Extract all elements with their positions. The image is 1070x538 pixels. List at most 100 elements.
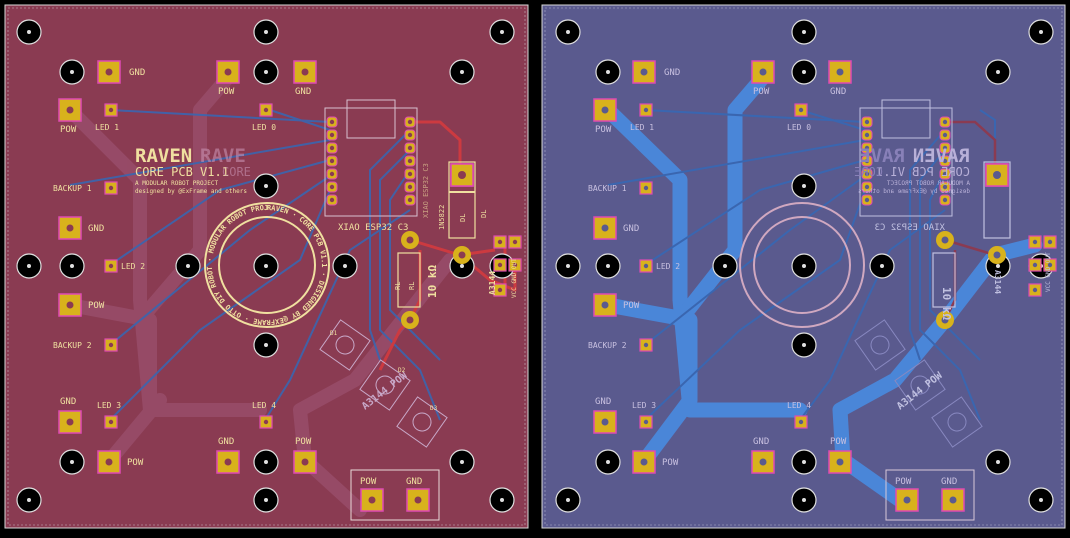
mounting-hole-center: [27, 30, 31, 34]
pad-label-backup2: BACKUP 2: [53, 341, 92, 350]
pad-drill: [368, 496, 376, 504]
front-sensor-pins: VCC GND OUT: [511, 258, 518, 298]
pad-drill: [329, 184, 335, 190]
back-xiao-pins[interactable]: [861, 116, 951, 206]
mounting-hole-center: [566, 498, 570, 502]
pad-drill: [407, 171, 413, 177]
mounting-hole-center: [264, 498, 268, 502]
front-title-ghost: RAVE: [200, 145, 246, 167]
front-resistor-label: RL: [408, 282, 416, 290]
pad-label-gnd1: GND: [129, 68, 145, 78]
pad-drill: [798, 419, 804, 425]
back-desc2: designed by @ExFrame and others: [858, 188, 970, 195]
mounting-hole-center: [460, 70, 464, 74]
mounting-hole-center: [802, 343, 806, 347]
pad-drill: [108, 419, 114, 425]
front-logo-outer-ring: [204, 202, 330, 328]
pad-label-gnd_left: GND: [88, 224, 104, 234]
back-signal-traces: [607, 109, 996, 421]
pad-label-pow_bot: POW: [830, 437, 847, 447]
pad-label-gnd2: GND: [295, 87, 311, 97]
front-resistor-label2: RL: [394, 282, 402, 290]
pad-label-led0: LED 0: [787, 123, 811, 132]
pad-drill: [406, 316, 414, 324]
back-power-connector-outline[interactable]: [885, 469, 975, 521]
mounting-hole-center: [460, 264, 464, 268]
pad-label-led2: LED 2: [656, 262, 680, 271]
front-power-connector-outline[interactable]: [350, 469, 440, 521]
pad-label-gnd2: GND: [830, 87, 846, 97]
front-usb-connector-outline: [346, 99, 396, 139]
back-xiao-module-outline[interactable]: [859, 107, 953, 217]
back-power-traces[interactable]: [600, 67, 1043, 508]
pad-drill: [329, 197, 335, 203]
pad-label-led1: LED 1: [95, 123, 119, 132]
front-desc1: A MODULAR ROBOT PROJECT: [135, 180, 218, 187]
mounting-hole-center: [996, 70, 1000, 74]
back-led-modules[interactable]: [854, 319, 983, 448]
pad-drill: [66, 224, 74, 232]
pad-drill: [903, 496, 911, 504]
mounting-hole-center: [186, 264, 190, 268]
back-logo-outer-ring: [739, 202, 865, 328]
pad-label-gnd_low: GND: [60, 397, 76, 407]
front-board-edge: [7, 7, 526, 526]
front-title: RAVEN: [135, 145, 192, 167]
pad-drill: [66, 301, 74, 309]
pad-label-pow_low: POW: [662, 458, 679, 468]
pad-label-led1: LED 1: [630, 123, 654, 132]
front-xiao-module-outline[interactable]: [324, 107, 418, 217]
mounting-hole-center: [996, 264, 1000, 268]
pad-drill: [942, 158, 948, 164]
mounting-hole-center: [1039, 30, 1043, 34]
pad-drill: [497, 287, 503, 293]
pad-drill: [407, 145, 413, 151]
pad-drill: [1047, 239, 1053, 245]
mounting-hole-center: [500, 30, 504, 34]
front-diode-outline[interactable]: [448, 161, 476, 239]
pad-drill: [643, 263, 649, 269]
front-mcu-label: XIAO ESP32 C3: [338, 223, 408, 233]
pad-drill: [864, 158, 870, 164]
back-subtitle: CORE PCB V1.1: [876, 165, 970, 179]
back-mcu-label: XIAO ESP32 C3: [875, 223, 945, 233]
pad-drill: [108, 342, 114, 348]
pad-drill: [942, 119, 948, 125]
pad-drill: [512, 239, 518, 245]
pad-drill: [263, 419, 269, 425]
back-logo-inner-ring: [753, 216, 851, 314]
pad-label-gnd_bot: GND: [753, 437, 769, 447]
back-resistor-outline[interactable]: [932, 252, 956, 308]
pad-drill: [105, 458, 113, 466]
front-led-d3: D3: [430, 405, 438, 412]
pad-drill: [108, 107, 114, 113]
mounting-hole-center: [880, 264, 884, 268]
front-resistor-outline[interactable]: [397, 252, 421, 308]
mounting-hole-center: [802, 70, 806, 74]
mounting-hole-center: [606, 460, 610, 464]
pad-drill: [66, 106, 74, 114]
pad-drill: [512, 262, 518, 268]
mounting-hole-center: [27, 498, 31, 502]
pad-drill: [407, 184, 413, 190]
mounting-hole-center: [802, 460, 806, 464]
pad-drill: [941, 236, 949, 244]
pad-label-conn_gnd: GND: [406, 477, 422, 487]
front-xiao-pins[interactable]: [326, 116, 416, 206]
back-desc1: A MODULAR ROBOT PROJECT: [887, 180, 970, 187]
back-diode-outline[interactable]: [983, 161, 1011, 239]
pad-drill: [407, 197, 413, 203]
mounting-hole-center: [802, 498, 806, 502]
pad-label-gnd_left: GND: [623, 224, 639, 234]
pad-label-pow1: POW: [218, 87, 235, 97]
pad-label-pow_mid: POW: [88, 301, 105, 311]
pad-label-led3: LED 3: [97, 401, 121, 410]
pad-label-pow1: POW: [753, 87, 770, 97]
pad-drill: [993, 251, 1001, 259]
pad-label-gnd_low: GND: [595, 397, 611, 407]
mounting-hole-center: [264, 30, 268, 34]
pad-label-led4: LED 4: [787, 401, 811, 410]
